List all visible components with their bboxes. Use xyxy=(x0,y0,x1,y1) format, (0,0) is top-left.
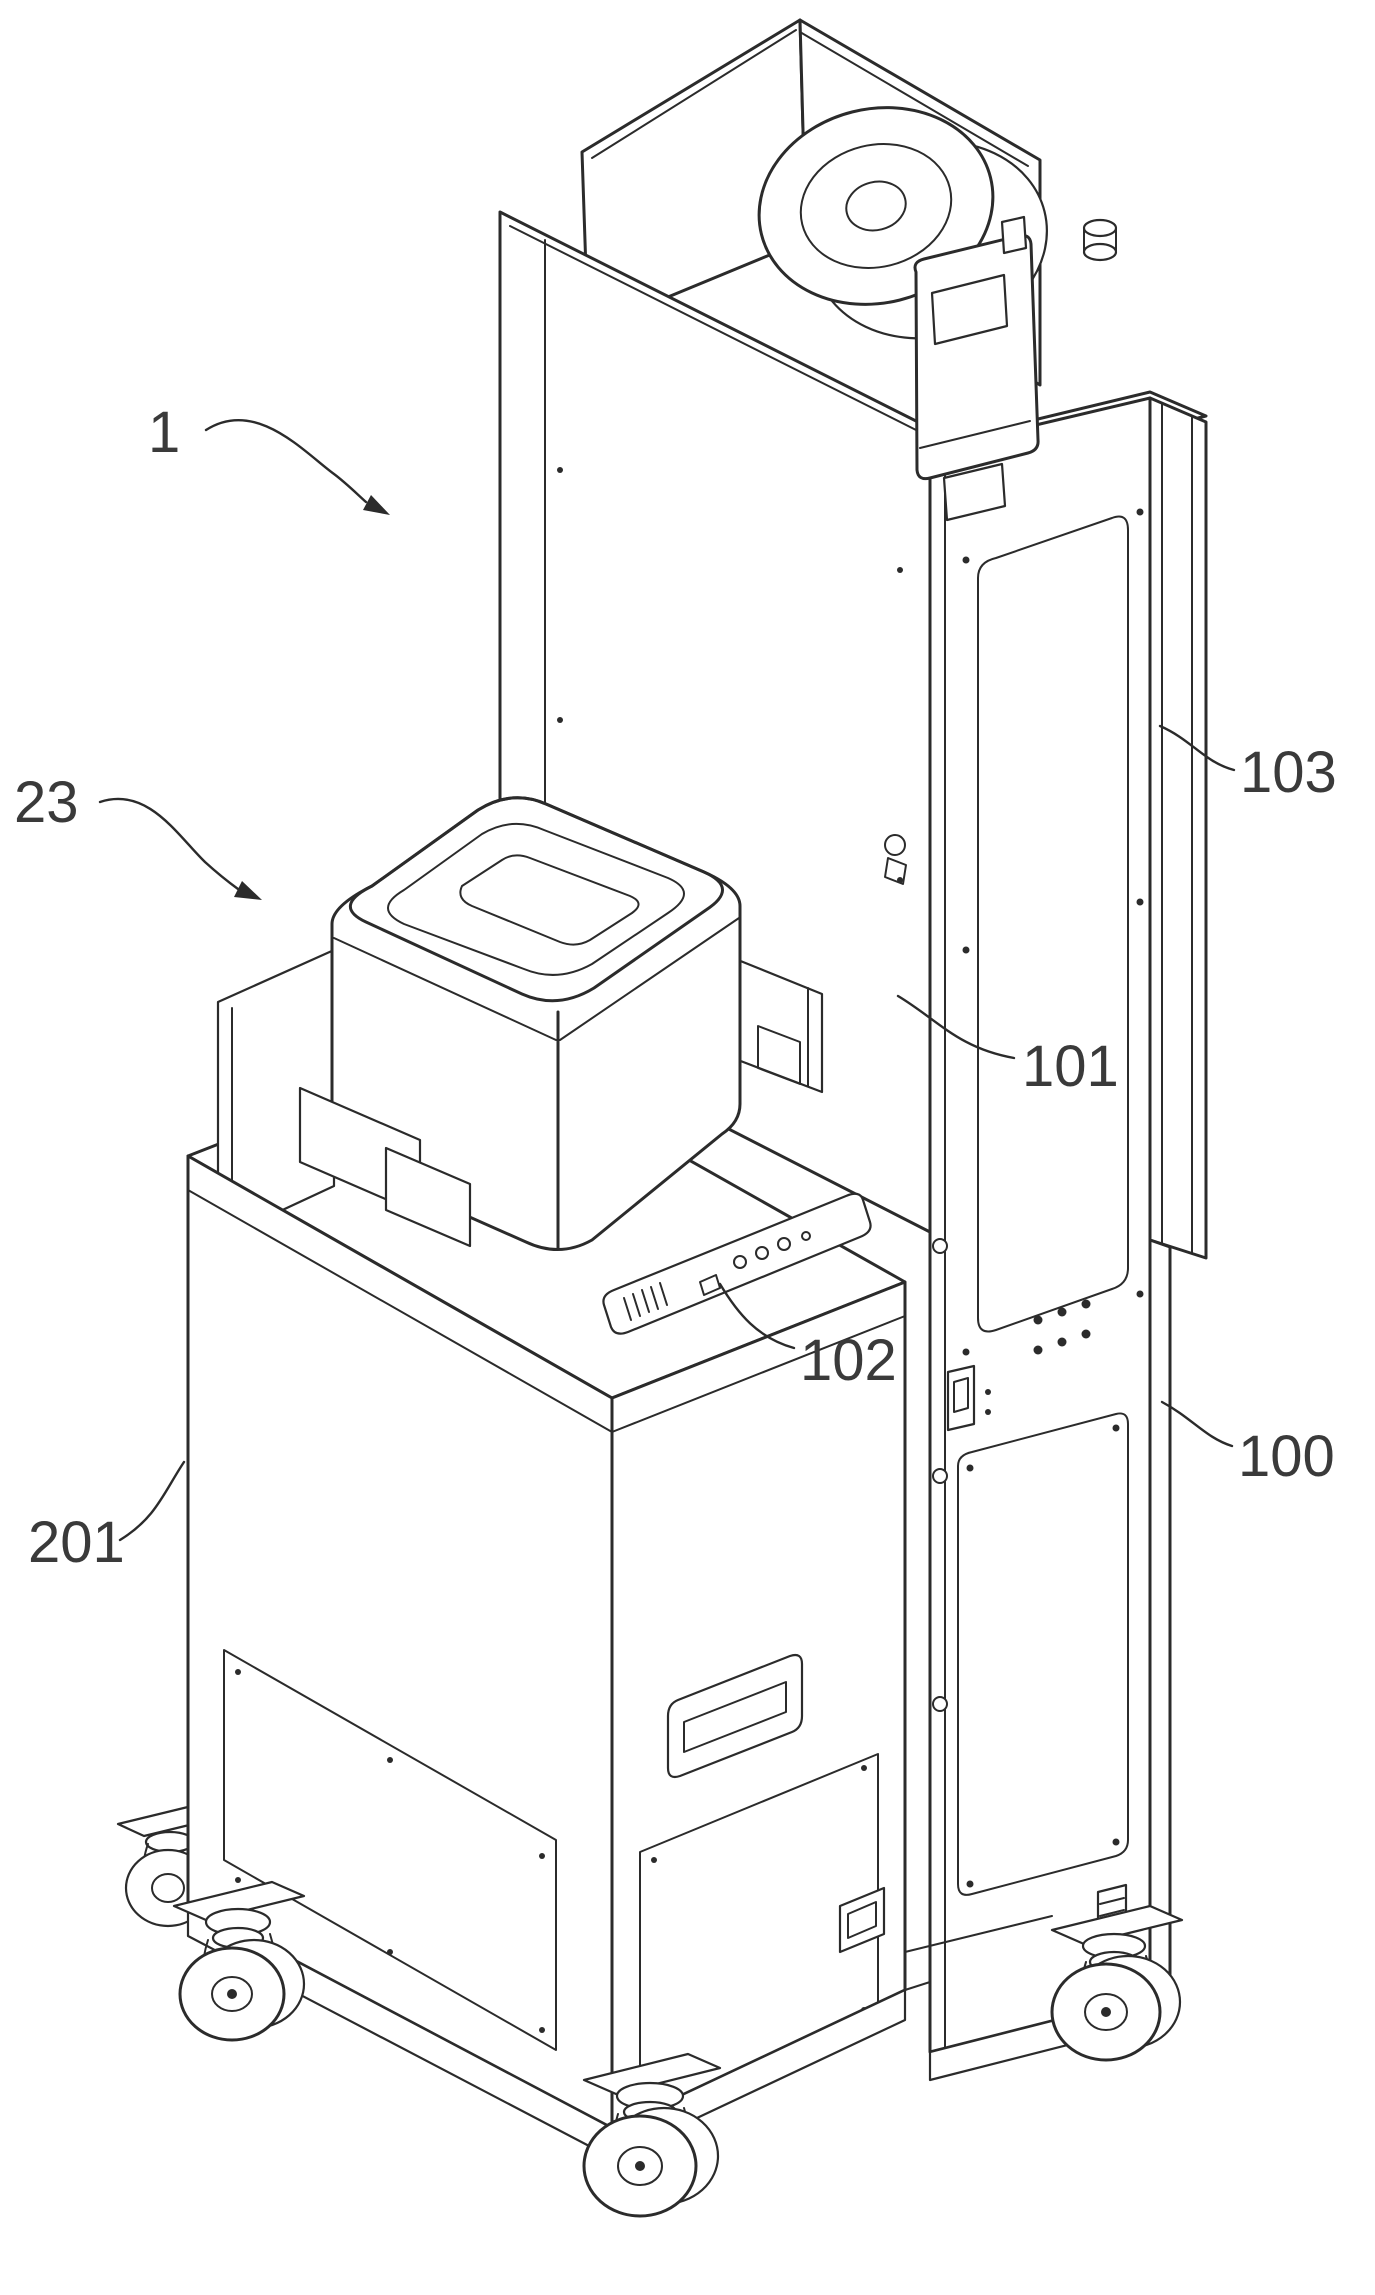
panel-latch-icon xyxy=(884,834,906,856)
caster-front-left xyxy=(172,1880,306,2042)
tote-container xyxy=(330,796,742,1252)
leader-201 xyxy=(118,1460,186,1542)
leader-23 xyxy=(98,797,240,891)
leader-103 xyxy=(1158,724,1236,772)
arrowhead-23 xyxy=(234,881,262,900)
leader-100 xyxy=(1160,1400,1234,1448)
caster-right xyxy=(1050,1883,1184,2062)
leader-101 xyxy=(896,994,1016,1060)
ref-label-23: 23 xyxy=(14,770,79,835)
arrowhead-1 xyxy=(363,495,390,515)
ref-label-100: 100 xyxy=(1238,1424,1335,1489)
side-rail-panel xyxy=(1148,396,1208,1260)
ref-label-101: 101 xyxy=(1022,1034,1119,1099)
barcode-icon xyxy=(623,1282,668,1321)
tower-column xyxy=(924,218,1208,2054)
scanner-unit xyxy=(913,215,1040,522)
ref-label-103: 103 xyxy=(1240,740,1337,805)
leader-102 xyxy=(718,1282,796,1350)
ref-label-1: 1 xyxy=(148,400,180,465)
power-switch xyxy=(946,1364,991,1432)
tote-cradle xyxy=(216,948,824,1242)
cradle-front-brackets xyxy=(298,1086,472,1248)
caster-front-center xyxy=(582,2052,722,2218)
ref-label-102: 102 xyxy=(800,1328,897,1393)
spec-label-plate xyxy=(602,1192,872,1335)
latch-plate xyxy=(838,1886,886,1954)
ref-label-201: 201 xyxy=(28,1510,125,1575)
handle-recess xyxy=(666,1653,804,1779)
reference-labels: 1 23 103 101 102 100 201 xyxy=(14,400,1337,1575)
leader-1 xyxy=(204,418,368,504)
